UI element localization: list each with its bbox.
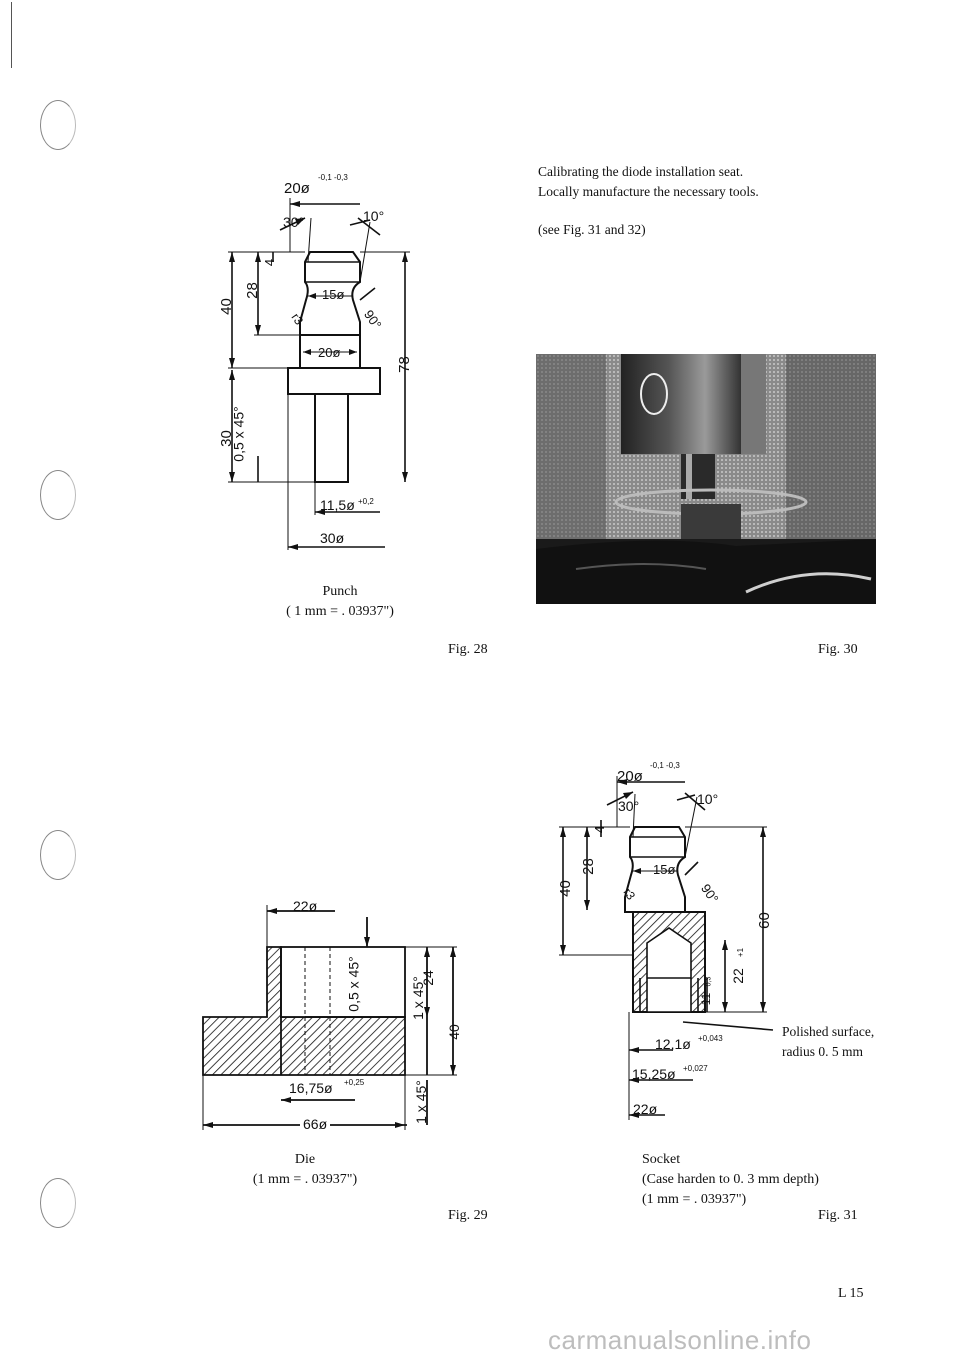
fig29-label: Fig. 29 — [448, 1208, 488, 1223]
die-outer-dia: 66ø — [300, 1116, 331, 1132]
binder-hole-4 — [40, 1178, 76, 1228]
die-bore-dia: 16,75ø — [289, 1080, 333, 1096]
fig31-caption-title: Socket — [642, 1152, 681, 1167]
punch-chamfer: 0,5 x 45° — [230, 406, 247, 462]
binder-hole-2 — [40, 470, 76, 520]
punch-len-28: 28 — [243, 282, 261, 299]
socket-len-40: 40 — [556, 880, 574, 897]
socket-len-22-tol: +1 — [736, 947, 746, 958]
socket-note-line-1: Polished surface, — [782, 1024, 875, 1039]
socket-len-11: 11 — [699, 992, 714, 1006]
fig31-label: Fig. 31 — [818, 1208, 858, 1223]
fig29-caption-scale: (1 mm = . 03937") — [252, 1172, 358, 1187]
punch-pin-tol: +0,2 — [358, 497, 374, 506]
fig28-caption: Punch ( 1 mm = . 03937") — [220, 582, 460, 622]
intro-line-3: (see Fig. 31 and 32) — [538, 222, 646, 237]
fig28-label: Fig. 28 — [448, 642, 488, 657]
socket-dia-15-tol: +0,027 — [683, 1064, 708, 1073]
fig29-caption-title: Die — [294, 1152, 316, 1167]
punch-len-78: 78 — [395, 356, 413, 373]
socket-neck-dia: 15ø — [653, 862, 676, 877]
page-number: L 15 — [838, 1286, 864, 1301]
watermark: carmanualsonline.info — [548, 1325, 812, 1355]
punch-len-40: 40 — [217, 298, 235, 315]
die-len-40: 40 — [445, 1024, 462, 1040]
socket-angle-10: 10° — [697, 791, 719, 807]
fig30-photo-image — [536, 354, 876, 604]
binder-hole-1 — [40, 100, 76, 150]
binder-hole-3 — [40, 830, 76, 880]
punch-drawing — [228, 198, 410, 550]
socket-note-line-2: radius 0. 5 mm — [782, 1044, 863, 1059]
fig31-caption-scale: (1 mm = . 03937") — [642, 1192, 747, 1207]
die-chamfer-small: 0,5 x 45° — [345, 956, 362, 1012]
socket-polished-note: Polished surface, radius 0. 5 mm — [782, 1022, 874, 1062]
fig31-caption-note: (Case harden to 0. 3 mm depth) — [642, 1172, 819, 1187]
socket-dia-22: 22ø — [633, 1101, 658, 1117]
die-bore-tol: +0,25 — [344, 1078, 365, 1087]
fig29-caption: Die (1 mm = . 03937") — [180, 1150, 430, 1190]
socket-drawing — [559, 776, 774, 1120]
fig31-caption: Socket (Case harden to 0. 3 mm depth) (1… — [642, 1150, 819, 1210]
punch-angle-30: 30° — [283, 214, 305, 230]
die-chamfer-1b: 1 x 45° — [412, 1080, 429, 1124]
socket-dia-12: 12,1ø — [655, 1036, 691, 1052]
socket-dia-15: 15,25ø — [632, 1066, 676, 1082]
punch-top-tol: -0,1 -0,3 — [318, 173, 348, 182]
socket-top-dia: 20ø — [617, 768, 643, 785]
socket-len-22: 22 — [729, 968, 746, 984]
socket-angle-30: 30° — [618, 798, 640, 814]
intro-text: Calibrating the diode installation seat.… — [538, 162, 759, 240]
punch-top-dia: 20ø — [284, 180, 310, 197]
punch-mid-dia: 20ø — [318, 345, 341, 360]
fig30-label: Fig. 30 — [818, 642, 858, 657]
punch-pin-dia: 11,5ø — [320, 497, 355, 513]
punch-angle-10: 10° — [363, 208, 385, 224]
socket-len-28: 28 — [579, 858, 597, 875]
intro-line-2: Locally manufacture the necessary tools. — [538, 184, 759, 199]
socket-len-11-tol: 0,3 — [705, 976, 713, 987]
socket-len-4: 4 — [592, 825, 608, 834]
die-drawing — [202, 905, 457, 1130]
die-top-dia: 22ø — [293, 898, 318, 914]
socket-dia-12-tol: +0,043 — [698, 1034, 723, 1043]
punch-flange-dia: 30ø — [320, 530, 345, 546]
die-len-24: 24 — [419, 970, 436, 986]
fig28-caption-title: Punch — [322, 584, 358, 599]
socket-top-tol: -0,1 -0,3 — [650, 761, 680, 770]
punch-len-4: 4 — [262, 258, 278, 267]
fig30-photo — [536, 354, 876, 604]
fig28-caption-scale: ( 1 mm = . 03937") — [286, 604, 394, 619]
binder-edge-line — [11, 2, 12, 68]
intro-line-1: Calibrating the diode installation seat. — [538, 164, 744, 179]
socket-len-60: 60 — [755, 912, 773, 929]
punch-neck-dia: 15ø — [322, 287, 345, 302]
